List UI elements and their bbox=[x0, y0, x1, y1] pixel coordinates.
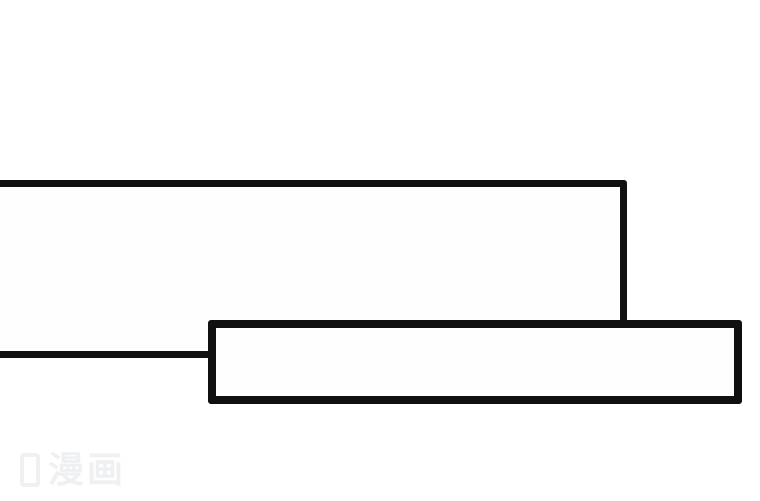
watermark-logo-icon bbox=[20, 453, 40, 487]
watermark-text: 漫画 bbox=[48, 449, 127, 490]
comic-panel-bottom bbox=[208, 320, 742, 404]
watermark: 漫画 bbox=[20, 452, 126, 488]
